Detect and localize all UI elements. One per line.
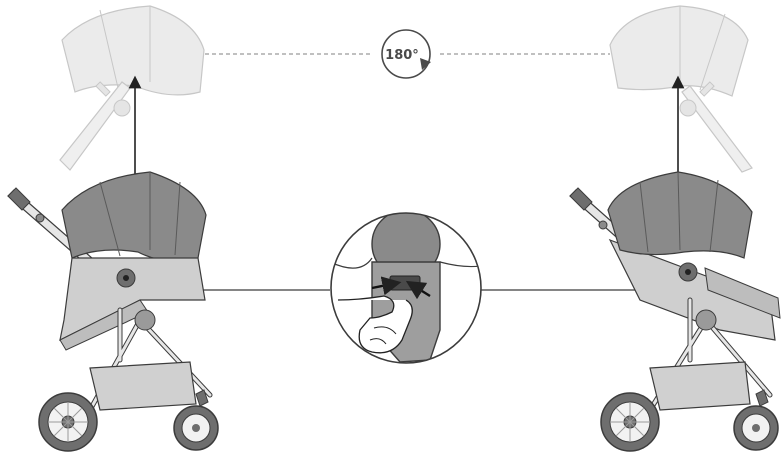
rotation-label: 180° xyxy=(385,48,419,63)
right-rear-wheel xyxy=(601,393,659,451)
left-rear-wheel xyxy=(39,393,97,451)
release-button-detail xyxy=(330,210,490,363)
right-canopy-rotated xyxy=(610,6,752,172)
right-stroller xyxy=(570,172,780,451)
rotate-180-badge: 180° xyxy=(382,30,431,78)
left-stroller xyxy=(8,172,218,451)
left-canopy-removed xyxy=(60,6,204,170)
